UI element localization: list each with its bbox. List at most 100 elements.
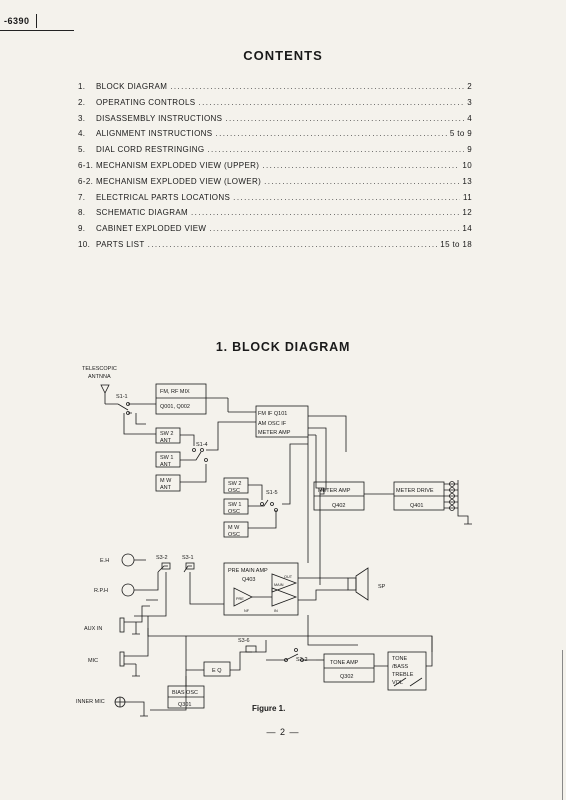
- s1-4-label: S1-4: [196, 442, 208, 448]
- toc-leader-dots: [225, 114, 464, 123]
- toc-item-label: ALIGNMENT INSTRUCTIONS: [96, 129, 213, 139]
- toc-leader-dots: [233, 193, 460, 202]
- toc-item-page: 5 to 9: [449, 129, 472, 139]
- toc-item-label: SCHEMATIC DIAGRAM: [96, 208, 189, 218]
- mw-osc-label-2: OSC: [228, 532, 240, 538]
- vol-label: VOL: [392, 680, 403, 686]
- fm-if-box: [255, 405, 309, 438]
- toc-item-label: OPERATING CONTROLS: [96, 97, 196, 107]
- pre-amp-triangle: [233, 587, 253, 607]
- block-diagram: TELESCOPIC ANTNNA S1-1 FM, RF MIX Q001, …: [76, 366, 472, 717]
- toc-item[interactable]: 5. DIAL CORD RESTRINGING 9: [78, 145, 472, 161]
- toc-item-page: 12: [462, 208, 472, 218]
- switch-s1-1-icon: [105, 403, 156, 414]
- toc-item-label: ELECTRICAL PARTS LOCATIONS: [96, 192, 231, 202]
- meter-drive-label: METER DRIVE: [396, 488, 434, 494]
- sw2-ant-label: SW 2: [160, 431, 173, 437]
- toc-item[interactable]: 9.CABINET EXPLODED VIEW14: [78, 224, 472, 240]
- tone-amp-label: TONE AMP: [330, 660, 359, 666]
- s1-1-label: S1-1: [116, 394, 128, 400]
- fm-if-label: FM IF Q101: [258, 411, 287, 417]
- mw-osc-label: M W: [228, 525, 240, 531]
- am-osc-if-label: AM OSC IF: [258, 421, 287, 427]
- sw1-osc-label-2: OSC: [228, 509, 240, 515]
- toc-item[interactable]: 2. OPERATING CONTROLS 3: [78, 98, 472, 114]
- toc-item[interactable]: 4.ALIGNMENT INSTRUCTIONS5 to 9: [78, 129, 472, 145]
- mw-ant-label: M W: [160, 478, 172, 484]
- toc-item[interactable]: 6-2.MECHANISM EXPLODED VIEW (LOWER)13: [78, 177, 472, 193]
- fm-rf-mix-box: [155, 383, 207, 415]
- sw1-ant-label: SW 1: [160, 455, 173, 461]
- aux-in-jack-icon: [119, 617, 125, 633]
- mic-jack-icon: [119, 651, 125, 667]
- toc-item-page: 13: [462, 176, 472, 186]
- q402-label: Q402: [332, 503, 345, 509]
- toc-item[interactable]: 7. ELECTRICAL PARTS LOCATIONS 11: [78, 193, 472, 209]
- model-number: -6390: [4, 14, 37, 28]
- toc-item-page: 15 to 18: [440, 239, 472, 249]
- toc-item[interactable]: 8.SCHEMATIC DIAGRAM12: [78, 208, 472, 224]
- speaker-label: SP: [378, 584, 386, 590]
- toc-item-page: 3: [467, 97, 472, 107]
- s3-1-label: S3-1: [182, 555, 194, 561]
- q403-label: Q403: [242, 577, 255, 583]
- table-of-contents: 1. BLOCK DIAGRAM 2 2. OPERATING CONTROLS 3 3…: [78, 82, 472, 256]
- rear-phone-label: R.P.H: [94, 588, 108, 594]
- toc-item-page: 11: [462, 192, 472, 202]
- mw-osc-box: [223, 521, 249, 538]
- contents-title: CONTENTS: [243, 48, 323, 63]
- toc-item-label: MECHANISM EXPLODED VIEW (LOWER): [96, 176, 262, 186]
- sw2-osc-label-2: OSC: [228, 488, 240, 494]
- toc-leader-dots: [191, 208, 459, 217]
- toc-item-label: PARTS LIST: [96, 239, 145, 249]
- sw2-osc-label: SW 2: [228, 481, 241, 487]
- q301-label: Q301: [178, 702, 191, 708]
- s3-2-label: S3-2: [156, 555, 168, 561]
- main-label: MAIN: [274, 583, 284, 587]
- toc-leader-dots: [170, 82, 464, 91]
- toc-item-label: DIAL CORD RESTRINGING: [96, 145, 205, 155]
- q401-label: Q401: [410, 503, 423, 509]
- speaker-icon: [355, 567, 369, 601]
- toc-item-number: 2.: [78, 97, 86, 107]
- header-rule: [0, 30, 74, 31]
- toc-item-page: 2: [467, 82, 472, 91]
- toc-item[interactable]: 3.DISASSEMBLY INSTRUCTIONS4: [78, 114, 472, 130]
- earphone-label: E.H: [100, 558, 109, 564]
- toc-item-number: 5.: [78, 145, 86, 155]
- toc-item-number: 10.: [78, 239, 91, 249]
- toc-leader-dots: [215, 129, 446, 138]
- pre-main-amp-label: PRE MAIN AMP: [228, 568, 268, 574]
- sw1-ant-box: [155, 451, 181, 468]
- toc-item-number: 9.: [78, 224, 86, 234]
- toc-item-number: 7.: [78, 192, 86, 202]
- toc-item-label: MECHANISM EXPLODED VIEW (UPPER): [96, 160, 260, 170]
- toc-item-page: 9: [467, 145, 472, 155]
- meter-amp-if-label: METER AMP: [258, 430, 291, 436]
- main-amp-triangle-1: [271, 573, 298, 593]
- speaker-coil: [347, 577, 357, 591]
- toc-item-number: 1.: [78, 82, 86, 91]
- toc-item[interactable]: 6-1.MECHANISM EXPLODED VIEW (UPPER)10: [78, 161, 472, 177]
- pre-label: PRE: [236, 597, 244, 601]
- tone-label: TONE: [392, 656, 408, 662]
- in-label: IN: [274, 609, 278, 613]
- bass-label: /BASS: [392, 664, 409, 670]
- s1-5-label: S1-5: [266, 490, 278, 496]
- toc-leader-dots: [262, 161, 459, 170]
- page-edge-line: [562, 650, 563, 800]
- nf-label: NF: [244, 609, 250, 613]
- toc-leader-dots: [209, 224, 459, 233]
- sw2-ant-label-2: ANT: [160, 438, 172, 444]
- toc-item[interactable]: 10. PARTS LIST 15 to 18: [78, 240, 472, 256]
- s3-6-label: S3-6: [238, 638, 250, 644]
- fm-rf-mix-label: FM, RF MIX: [160, 389, 190, 395]
- toc-item-number: 3.: [78, 113, 86, 123]
- antenna-icon: [100, 384, 110, 404]
- toc-item-label: BLOCK DIAGRAM: [96, 82, 168, 91]
- sw1-osc-label: SW 1: [228, 502, 241, 508]
- s2-2-label: S2-2: [296, 657, 308, 663]
- toc-item[interactable]: 1. BLOCK DIAGRAM 2: [78, 82, 472, 98]
- eq-box: [203, 661, 231, 677]
- toc-item-number: 6-1.: [78, 160, 94, 170]
